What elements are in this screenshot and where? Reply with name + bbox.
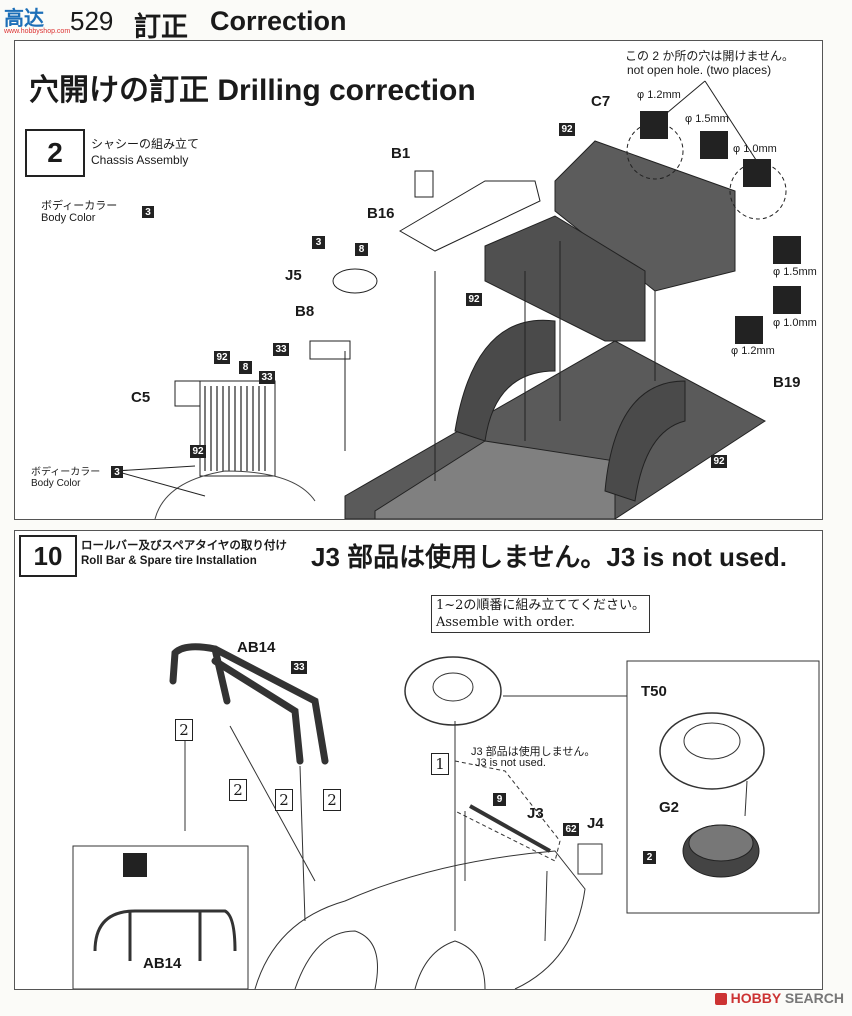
part-g2: G2 <box>659 799 680 816</box>
tag-33-b8: 33 <box>273 343 289 356</box>
part-ab14-inset: AB14 <box>143 955 182 972</box>
drill-1-5mm-right: φ 1.5mm <box>773 266 817 278</box>
tag-9-j3: 9 <box>493 793 506 806</box>
roll-bar-panel: 10 ロールバー及びスペアタイヤの取り付け Roll Bar & Spare t… <box>14 530 823 990</box>
tag-33-c5: 33 <box>259 371 275 384</box>
watermark-text: SEARCH <box>784 990 844 1006</box>
body-color-jp: ボディーカラー <box>41 200 118 212</box>
j3-not-used-headline: J3 部品は使用しません。J3 is not used. <box>311 542 787 572</box>
tag-3-j5: 3 <box>312 236 325 249</box>
tag-92-c7: 92 <box>559 123 575 136</box>
part-b1: B1 <box>391 145 411 162</box>
drilling-correction-heading: 穴開けの訂正 Drilling correction <box>29 74 476 107</box>
tag-8-c5: 8 <box>239 361 252 374</box>
site-logo-text: 高达 <box>4 8 44 30</box>
part-c5: C5 <box>131 389 151 406</box>
title-jp: 訂正 <box>134 12 188 42</box>
body-color-en: Body Color <box>41 212 96 224</box>
order-2-mid: 2 <box>229 779 247 801</box>
site-logo-url: www.hobbyshop.com <box>4 28 71 35</box>
assembly-order-en: Assemble with order. <box>436 615 576 630</box>
part-j4: J4 <box>587 815 604 832</box>
tag-92-floor: 92 <box>466 293 482 306</box>
part-j5: J5 <box>285 267 302 284</box>
step-title-jp: シャシーの組み立て <box>91 137 200 151</box>
part-j3: J3 <box>527 805 544 822</box>
body-color2-en: Body Color <box>31 478 81 489</box>
part-b19: B19 <box>773 374 801 391</box>
tag-92-c5a: 92 <box>214 351 230 364</box>
step-number-2: 2 <box>25 129 85 177</box>
assembly-order-note: 1~2の順番に組み立ててください。 Assemble with order. <box>431 595 651 633</box>
color2-tag: 3 <box>111 466 123 478</box>
order-1: 1 <box>431 753 449 775</box>
watermark: HOBBY SEARCH <box>714 990 844 1006</box>
chassis-drawing <box>114 80 801 519</box>
j3-note-en: J3 is not used. <box>475 757 546 769</box>
drilling-correction-panel: 穴開けの訂正 Drilling correction 2 シャシーの組み立て C… <box>14 40 823 520</box>
part-ab14: AB14 <box>237 639 276 656</box>
watermark-icon <box>714 993 727 1006</box>
roll-bar-drawing <box>72 643 820 989</box>
site-logo: 高达 www.hobbyshop.com <box>4 2 74 38</box>
part-c7: C7 <box>591 93 611 110</box>
drill-1-5mm-top: φ 1.5mm <box>685 113 729 125</box>
no-drill-note-en: not open hole. (two places) <box>627 63 772 77</box>
color-tag: 3 <box>142 206 154 218</box>
assembly-order-jp: 1~2の順番に組み立ててください。 <box>436 598 646 613</box>
tag-33-rollbar: 33 <box>291 661 307 674</box>
step-number-10: 10 <box>19 535 77 577</box>
step-title-en: Chassis Assembly <box>91 153 189 167</box>
drill-1-2mm-bottom: φ 1.2mm <box>731 345 775 357</box>
no-drill-note-jp: この 2 か所の穴は開けません。 <box>625 49 794 63</box>
watermark-brand: HOBBY <box>730 990 781 1006</box>
order-2-center: 2 <box>275 789 293 811</box>
tag-92-arch: 92 <box>711 455 727 468</box>
part-b16: B16 <box>367 205 395 222</box>
tag-92-c5b: 92 <box>190 445 206 458</box>
title-en: Correction <box>210 6 347 36</box>
step10-title-jp: ロールバー及びスペアタイヤの取り付け <box>81 540 287 552</box>
drill-1-0mm-right: φ 1.0mm <box>773 317 817 329</box>
j3-note-jp: J3 部品は使用しません。 <box>471 746 596 758</box>
tag-8-j5: 8 <box>355 243 368 256</box>
tag-62-j4: 62 <box>563 823 579 836</box>
drill-1-2mm-top: φ 1.2mm <box>637 89 681 101</box>
part-b8: B8 <box>295 303 315 320</box>
body-color2-jp: ボディーカラー <box>31 467 101 478</box>
step10-title-en: Roll Bar & Spare tire Installation <box>81 555 257 567</box>
part-t50: T50 <box>641 683 667 700</box>
drill-1-0mm-top: φ 1.0mm <box>733 143 777 155</box>
order-2-left: 2 <box>175 719 193 741</box>
order-2-right: 2 <box>323 789 341 811</box>
tag-2-g2: 2 <box>643 851 656 864</box>
model-number: 529 <box>70 6 114 36</box>
